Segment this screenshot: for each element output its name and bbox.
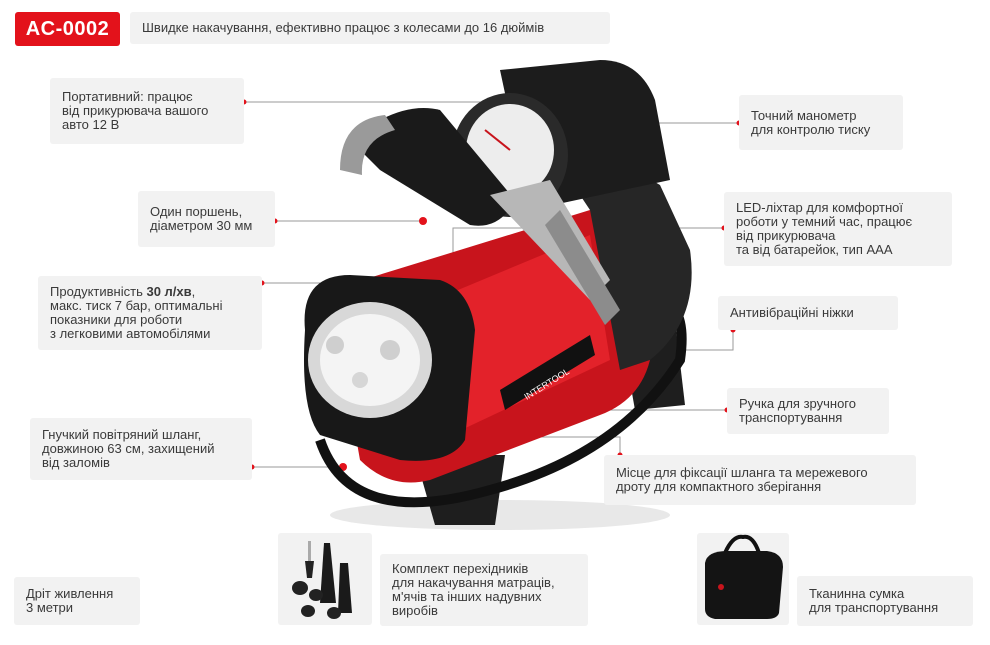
feature-portable-text: Портативний: працює від прикурювача вашо… xyxy=(62,89,209,132)
performance-prefix: Продуктивність xyxy=(50,284,147,299)
product-code-badge: AC-0002 xyxy=(15,12,120,46)
feature-adapters-text: Комплект перехідників для накачування ма… xyxy=(392,561,555,618)
feature-performance: Продуктивність 30 л/хв, макс. тиск 7 бар… xyxy=(38,276,262,350)
adapters-image xyxy=(278,533,372,625)
feature-storage: Місце для фіксації шлангa та мережевого … xyxy=(604,455,916,505)
feature-cable: Дріт живлення 3 метри xyxy=(14,577,140,625)
feature-led-text: LED-ліхтар для комфортної роботи у темни… xyxy=(736,200,913,257)
headline-text: Швидке накачування, ефективно працює з к… xyxy=(142,20,545,35)
feature-performance-text: Продуктивність 30 л/хв, макс. тиск 7 бар… xyxy=(50,285,223,341)
feature-hose-text: Гнучкий повітряний шланг, довжиною 63 см… xyxy=(42,427,215,470)
feature-led: LED-ліхтар для комфортної роботи у темни… xyxy=(724,192,952,266)
feature-feet-text: Антивібраційні ніжки xyxy=(730,305,854,320)
feature-storage-text: Місце для фіксації шлангa та мережевого … xyxy=(616,465,868,494)
performance-value: 30 л/хв xyxy=(146,284,192,299)
feature-handle: Ручка для зручного транспортування xyxy=(727,388,889,434)
feature-piston-text: Один поршень, діаметром 30 мм xyxy=(150,204,253,233)
feature-gauge-text: Точний манометр для контролю тиску xyxy=(751,107,871,137)
feature-handle-text: Ручка для зручного транспортування xyxy=(739,396,856,425)
bag-image xyxy=(697,533,789,625)
feature-adapters: Комплект перехідників для накачування ма… xyxy=(380,554,588,626)
performance-suffix: , макс. тиск 7 бар, оптимальні показники… xyxy=(50,284,223,341)
feature-hose: Гнучкий повітряний шланг, довжиною 63 см… xyxy=(30,418,252,480)
compressor-image: INTERTOOL xyxy=(304,60,692,530)
feature-portable: Портативний: працює від прикурювача вашо… xyxy=(50,78,244,144)
feature-feet: Антивібраційні ніжки xyxy=(718,296,898,330)
feature-bag: Тканинна сумка для транспортування xyxy=(797,576,973,626)
headline-box: Швидке накачування, ефективно працює з к… xyxy=(130,12,610,44)
feature-piston: Один поршень, діаметром 30 мм xyxy=(138,191,275,247)
feature-gauge: Точний манометр для контролю тиску xyxy=(739,95,903,150)
feature-bag-text: Тканинна сумка для транспортування xyxy=(809,586,939,615)
feature-cable-text: Дріт живлення 3 метри xyxy=(26,586,114,615)
